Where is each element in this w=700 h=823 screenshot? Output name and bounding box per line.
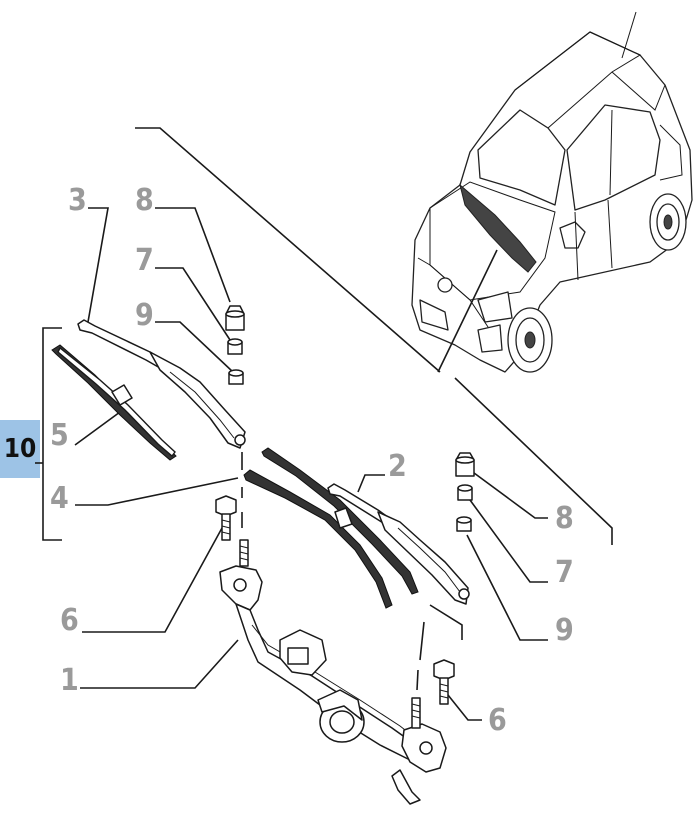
callout-9-right: 9 [555,613,574,648]
car-illustration [411,11,693,373]
left-wiper-arm [77,319,246,449]
leader-lines [35,127,613,721]
callout-3: 3 [68,183,87,218]
callout-9-left: 9 [135,298,154,333]
left-wiper-blade [51,344,177,461]
callout-1: 1 [60,663,79,698]
callout-numbers: 3 8 7 9 5 4 2 8 7 9 6 1 6 [50,183,574,738]
callout-6-right: 6 [488,703,507,738]
group-number: 10 [3,434,37,464]
wiper-linkage-motor [219,539,447,805]
callout-2: 2 [388,449,407,484]
callout-8-right: 8 [555,501,574,536]
callout-5: 5 [50,418,69,453]
callout-6-left: 6 [60,603,79,638]
right-fasteners [455,452,475,532]
callout-8-left: 8 [135,183,154,218]
right-wiper-arm [327,483,470,605]
left-fasteners [225,305,245,385]
bolts [215,495,455,705]
callout-7-left: 7 [135,243,154,278]
group-number-badge: 10 [0,420,40,478]
callout-4: 4 [50,481,69,516]
right-wiper-blade [243,447,419,609]
callout-7-right: 7 [555,555,574,590]
